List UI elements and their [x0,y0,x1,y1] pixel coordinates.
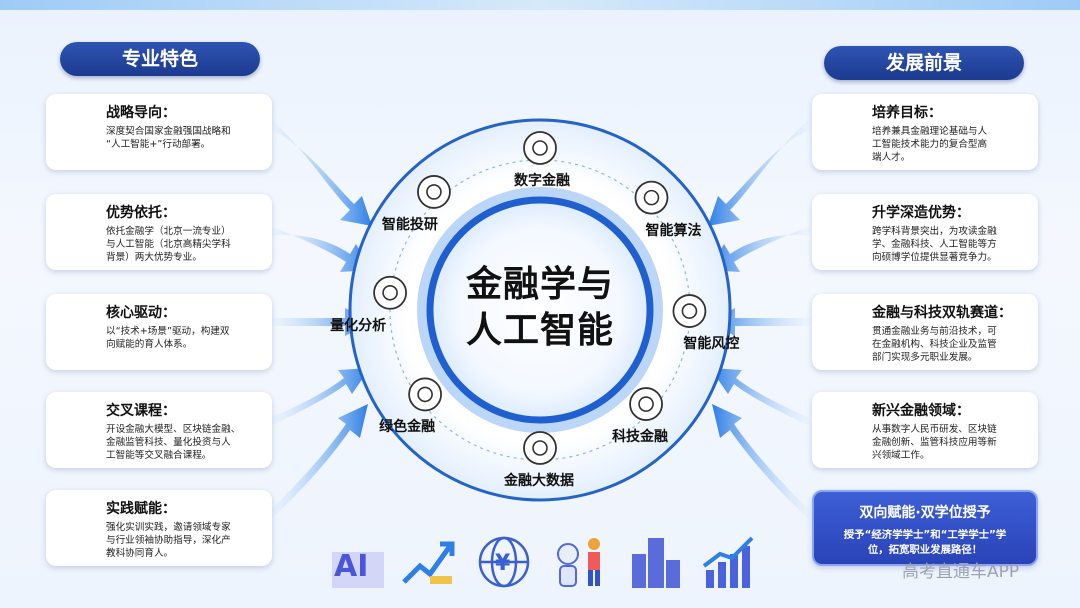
svg-text:AI: AI [334,549,368,584]
watermark: 高考直通车APP [902,562,1020,582]
card-title: 核心驱动： [106,305,176,321]
growth-arrow-icon [402,541,455,584]
top-banner-strip [0,0,1080,10]
card-desc: 以“技术+场景”驱动，构建双向赋能的育人体系。 [106,326,230,350]
tech-atom-icon [629,387,663,421]
arrow-right-3 [708,308,810,336]
feature-card-advantage: 优势依托： 依托金融学（北京一流专业）与人工智能（北京高精尖学科背景）两大优势专… [46,194,272,270]
prospect-card-goal: 培养目标： 培养兼具金融理论基础与人工智能技术能力的复合型高端人才。 [812,94,1038,170]
arrow-right-4 [710,368,810,426]
prospect-card-further-study: 升学深造优势： 跨学科背景突出，为攻读金融学、金融科技、人工智能等方向硕博学位提… [812,194,1038,270]
city-buildings-icon [632,538,680,588]
card-desc: 深度契合国家金融强国战略和“人工智能+”行动部署。 [106,126,231,150]
ring-node-label: 金融大数据 [504,473,574,489]
ring-node-label: 科技金融 [612,429,669,446]
inner-ring-glow [417,187,663,433]
yuan-globe-icon: ¥ [478,536,530,588]
card-title: 优势依托： [106,205,176,221]
card-title: 实践赋能： [106,501,176,517]
highlight-card-dual-degree: 双向赋能·双学位授予 授予“经济学学士”和“工学学士”学位，拓宽职业发展路径！ [812,490,1038,566]
inner-ring [426,196,654,424]
bar-chart-growth-icon [702,536,754,588]
card-title: 交叉课程： [106,403,176,419]
ring-node-label: 智能投研 [381,216,438,233]
feature-card-practice: 实践赋能： 强化实训实践，邀请领域专家与行业领袖协助指导，深化产教科协同育人。 [46,490,272,566]
ring-node-label: 数字金融 [514,173,570,189]
ring-node-label: 智能风控 [683,336,740,353]
arrow-left-1 [270,118,372,226]
ai-chip-icon: AI [332,549,384,588]
card-desc: 从事数字人民币研发、区块链金融创新、监管科技应用等新兴领域工作。 [872,424,997,461]
robot-person-icon [557,538,600,587]
feature-card-courses: 交叉课程： 开设金融大模型、区块链金融、金融监管科技、量化投资与人工智能等交叉融… [46,392,272,468]
svg-text:¥: ¥ [495,551,511,576]
robot-research-icon [417,175,451,209]
card-title: 金融与科技双轨赛道： [872,305,1012,321]
feature-card-strategy: 战略导向： 深度契合国家金融强国战略和“人工智能+”行动部署。 [46,94,272,170]
ring-node-label: 量化分析 [330,317,387,334]
center-title: 金融学与 人工智能 [465,264,614,351]
hand-dollar-icon [373,275,407,310]
risk-chart-icon [672,294,707,328]
card-desc: 依托金融学（北京一流专业）与人工智能（北京高精尖学科背景）两大优势专业。 [106,226,231,263]
highlight-desc: 授予“经济学学士”和“工学学士”学位，拓宽职业发展路径！ [843,529,1007,556]
card-desc: 贯通金融业务与前沿技术，可在金融机构、科技企业及监管部门实现多元职业发展。 [872,326,997,363]
digital-finance-icon [523,131,557,165]
coin-stack-icon [523,431,557,465]
highlight-title: 双向赋能·双学位授予 [859,505,991,521]
card-desc: 强化实训实践，邀请领域专家与行业领袖协助指导，深化产教科协同育人。 [106,522,231,559]
left-arrows [270,118,372,520]
arrow-left-5 [270,404,368,520]
algorithm-monitor-icon [634,180,669,215]
arrow-left-2 [270,226,372,272]
arrow-right-5 [712,404,810,520]
card-title: 培养目标： [872,105,942,121]
card-desc: 培养兼具金融理论基础与人工智能技术能力的复合型高端人才。 [872,126,988,163]
arrow-right-1 [708,118,810,226]
right-arrows [708,118,810,520]
prospect-card-dual-track: 金融与科技双轨赛道： 贯通金融业务与前沿技术，可在金融机构、科技企业及监管部门实… [812,294,1038,370]
card-title: 战略导向： [106,105,176,121]
green-bag-icon [408,377,442,412]
left-section-header: 专业特色 [60,42,260,76]
card-title: 升学深造优势： [872,205,970,221]
card-title: 新兴金融领域： [872,403,970,419]
ring-node-label: 绿色金融 [379,419,436,436]
card-desc: 开设金融大模型、区块链金融、金融监管科技、量化投资与人工智能等交叉融合课程。 [106,424,241,461]
arrow-left-3 [270,308,372,336]
prospect-card-emerging: 新兴金融领域： 从事数字人民币研发、区块链金融创新、监管科技应用等新兴领域工作。 [812,392,1038,468]
card-desc: 跨学科背景突出，为攻读金融学、金融科技、人工智能等方向硕博学位提供显著竞争力。 [872,226,997,263]
right-section-header: 发展前景 [824,46,1024,80]
feature-card-drive: 核心驱动： 以“技术+场景”驱动，构建双向赋能的育人体系。 [46,294,272,370]
arrow-right-2 [708,226,810,272]
arrow-left-4 [270,368,370,426]
ring-node-label: 智能算法 [645,222,702,239]
